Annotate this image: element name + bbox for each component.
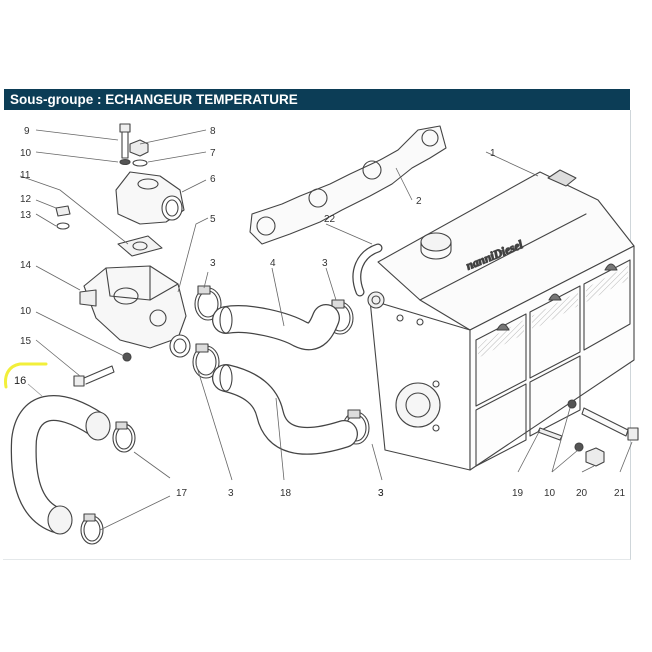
heat-exchanger-body <box>367 169 635 471</box>
part-12-plug <box>55 205 71 217</box>
part-4-hose <box>212 304 340 351</box>
callout-10: 10 <box>20 306 32 317</box>
callout-11: 11 <box>20 170 31 181</box>
part-10-washer-top <box>119 158 131 166</box>
callout-3: 3 <box>378 488 384 499</box>
part-9-bolt <box>119 123 131 159</box>
part-15-bolt <box>73 365 115 387</box>
callout-2: 2 <box>416 196 422 207</box>
callout-12: 12 <box>20 194 32 205</box>
callout-16: 16 <box>14 375 26 387</box>
part-20-nut <box>585 447 605 467</box>
part-7-ring <box>132 159 148 167</box>
callout-19: 19 <box>512 488 524 499</box>
callout-10: 10 <box>544 488 556 499</box>
callout-8: 8 <box>210 126 216 137</box>
leader-lines <box>19 129 633 531</box>
part-8-nut <box>129 139 149 157</box>
subgroup-title: Sous-groupe : ECHANGEUR TEMPERATURE <box>4 89 630 110</box>
callout-7: 7 <box>210 148 216 159</box>
part-6-housing <box>115 171 185 225</box>
part-14-body <box>79 265 191 358</box>
part-11-gasket <box>117 235 163 257</box>
part-13-washer <box>56 222 70 230</box>
part-18-hose <box>212 364 358 455</box>
callout-3: 3 <box>322 258 328 269</box>
callout-21: 21 <box>614 488 626 499</box>
part-19-stud <box>537 427 563 441</box>
callout-13: 13 <box>20 210 32 221</box>
callout-18: 18 <box>280 488 292 499</box>
callout-17: 17 <box>176 488 188 499</box>
callout-9: 9 <box>24 126 30 137</box>
part-2-gasket <box>249 125 447 245</box>
part-17-clamp-b <box>80 513 104 545</box>
part-22-pipe <box>352 243 383 297</box>
part-21-bolt <box>581 407 639 441</box>
part-17-clamp-a <box>112 421 136 453</box>
part-10-washer-left <box>122 352 132 362</box>
callout-5: 5 <box>210 214 216 225</box>
callout-1: 1 <box>490 148 496 159</box>
callout-4: 4 <box>270 258 276 269</box>
part-10-washer-right <box>567 399 584 452</box>
part-3-clamp-b <box>192 343 220 379</box>
callout-14: 14 <box>20 260 32 271</box>
part-16-highlight <box>4 362 48 389</box>
callout-15: 15 <box>20 336 32 347</box>
part-3-clamp-a <box>194 285 222 321</box>
callout-6: 6 <box>210 174 216 185</box>
part-16-hose <box>10 395 111 535</box>
callout-20: 20 <box>576 488 588 499</box>
callout-3-lower: 3 <box>378 488 384 499</box>
callout-3: 3 <box>228 488 234 499</box>
callout-3: 3 <box>210 258 216 269</box>
callout-10: 10 <box>20 148 32 159</box>
callout-22: 22 <box>324 214 336 225</box>
